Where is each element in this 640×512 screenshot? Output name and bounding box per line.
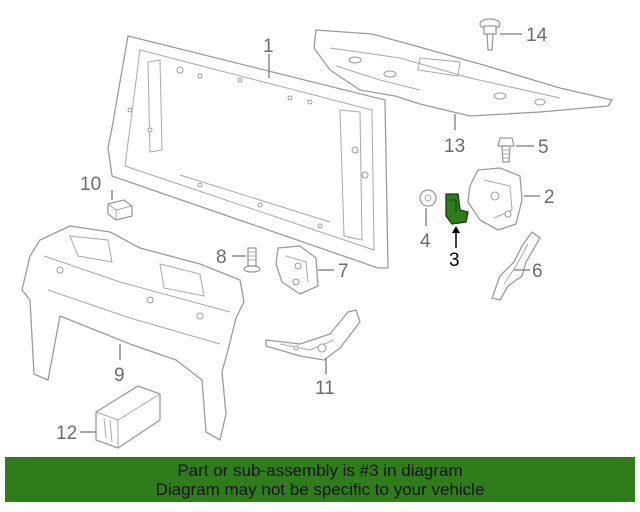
callout-1: 1 — [263, 36, 274, 57]
callout-5: 5 — [538, 137, 549, 158]
callout-6: 6 — [532, 261, 543, 282]
callout-8: 8 — [216, 247, 227, 268]
banner-line-2: Diagram may not be specific to your vehi… — [155, 480, 485, 499]
part-6-side-brace — [491, 231, 541, 301]
part-3-highlighted-bracket — [445, 193, 469, 225]
part-14-push-pin — [479, 18, 501, 51]
callout-9: 9 — [114, 365, 125, 386]
callout-12: 12 — [56, 423, 77, 444]
parts-diagram: 1 13 14 5 2 4 — [21, 18, 613, 449]
callout-11: 11 — [315, 378, 335, 399]
callout-14: 14 — [526, 25, 548, 46]
callout-13: 13 — [444, 136, 465, 157]
arrowhead-3 — [452, 226, 460, 233]
part-2-bracket — [467, 167, 523, 231]
banner-line-1: Part or sub-assembly is #3 in diagram — [177, 461, 463, 480]
part-13-upper-cover — [313, 29, 613, 117]
part-5-bolt — [497, 137, 515, 163]
part-10-block — [107, 199, 133, 221]
callout-3: 3 — [449, 250, 460, 271]
callout-4: 4 — [420, 231, 431, 252]
callout-7: 7 — [338, 261, 349, 282]
info-banner: Part or sub-assembly is #3 in diagram Di… — [5, 457, 635, 502]
part-8-bolt — [243, 247, 261, 273]
part-11-lower-bracket — [265, 309, 361, 361]
callout-2: 2 — [544, 187, 555, 208]
part-7-bracket — [275, 245, 319, 295]
callout-10: 10 — [80, 174, 101, 195]
part-4-fastener — [419, 189, 437, 207]
part-9-lower-tie-bar — [21, 225, 245, 441]
part-1-support-panel — [107, 35, 389, 269]
part-12-absorber — [95, 385, 161, 449]
